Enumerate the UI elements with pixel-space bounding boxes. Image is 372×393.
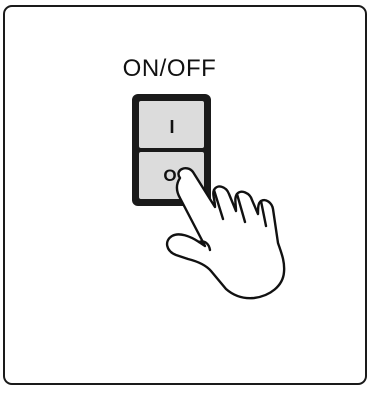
off-symbol: O bbox=[163, 166, 176, 185]
hand-pointer-icon bbox=[167, 168, 284, 298]
on-symbol: I bbox=[169, 117, 174, 137]
